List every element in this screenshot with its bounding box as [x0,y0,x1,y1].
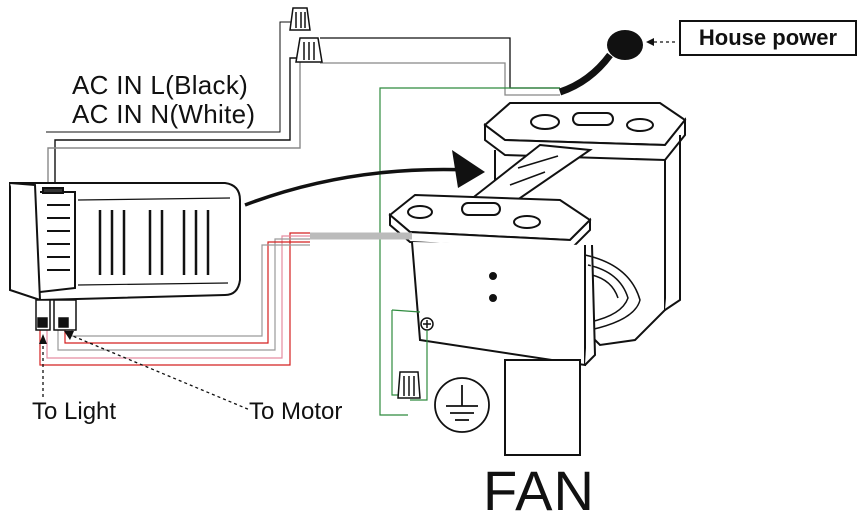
ac-in-n-label: AC IN N(White) [72,99,256,129]
fan-housing-front [388,193,597,367]
house-power-plug-icon [607,30,643,60]
house-power-label: House power [679,20,857,56]
fan-label: FAN [483,459,595,522]
wire-nut-top [289,7,311,31]
controller-connectors [35,299,77,331]
ac-in-l-label: AC IN L(Black) [72,70,249,100]
mounting-bracket-rear [483,102,687,347]
house-power-leader [646,38,678,46]
cross-bar [467,143,593,207]
to-motor-leader [64,331,251,411]
to-motor-label: To Motor [249,398,343,425]
output-wires [39,232,412,366]
to-light-label: To Light [32,398,117,425]
canopy-dome [584,254,641,331]
house-power-feed [320,37,613,96]
ground-screw [420,317,434,331]
install-arrow [244,150,485,207]
wire-nut-ground [397,371,421,399]
wire-nut-main [295,37,323,63]
ground-symbol-icon [434,377,490,433]
controller-receiver [9,182,241,302]
fan-downrod [504,359,581,456]
to-light-leader [39,334,47,398]
